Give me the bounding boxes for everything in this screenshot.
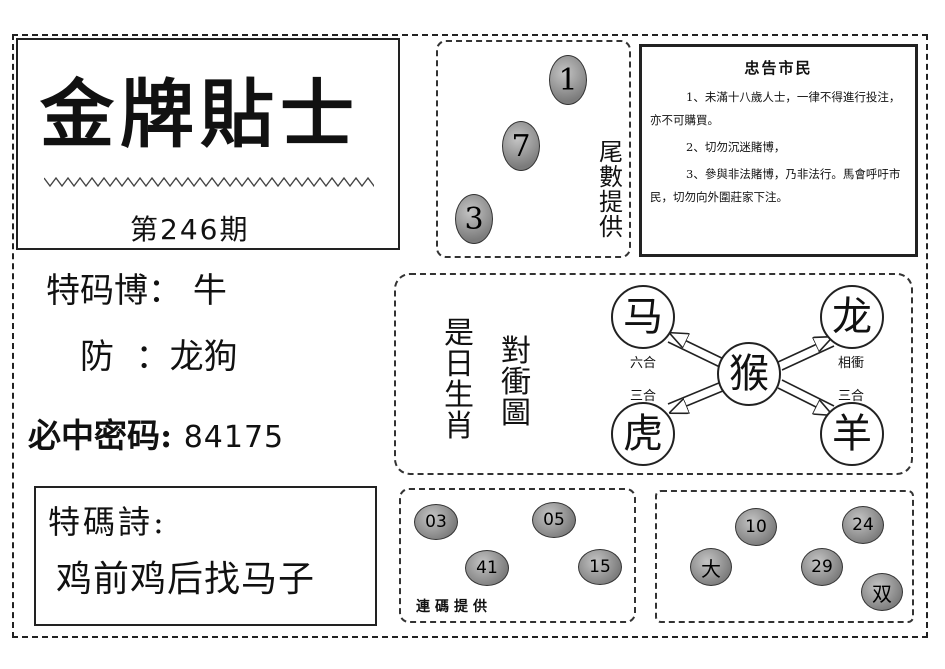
serial-ball: 41: [465, 550, 509, 586]
secret-code-line: 必中密码: 84175: [28, 419, 284, 453]
relation-label: 三合: [838, 389, 865, 404]
special-code-line: 特码博： 牛: [46, 274, 227, 308]
guard-value: 龙狗: [169, 337, 238, 377]
notice-item: 2、切勿沉迷賭博，: [686, 140, 786, 154]
zodiac-dragon: 龙: [820, 285, 884, 349]
tail-ball: 7: [502, 121, 540, 171]
tail-ball: 1: [549, 55, 587, 105]
notice-heading: 忠告市民: [744, 59, 813, 77]
zodiac-goat: 羊: [820, 402, 884, 466]
tail-label: 尾數提供: [599, 138, 623, 241]
zodiac-horse: 马: [611, 285, 675, 349]
notice-item: 1、未滿十八歲人士，一律不得進行投注，亦不可購買。: [650, 90, 901, 127]
zodiac-vertical-title: 是日生肖: [444, 316, 474, 444]
outer-frame: [12, 34, 928, 638]
guard-sep: ：: [135, 337, 170, 377]
serial-ball: 03: [414, 504, 458, 540]
poem-text: 鸡前鸡后找马子: [56, 559, 316, 600]
guard-line: 防 ：龙狗: [80, 340, 238, 374]
zodiac-tiger: 虎: [611, 402, 675, 466]
zodiac-connectors: [600, 280, 900, 470]
relation-label: 六合: [630, 356, 657, 371]
tail-number-panel: [436, 40, 631, 258]
page-title: 金牌貼士: [40, 72, 360, 158]
serial-ball: 05: [532, 502, 576, 538]
poem-label: 特碼詩:: [48, 503, 167, 541]
number-ball: 10: [735, 508, 777, 546]
guard-label: 防: [80, 337, 114, 377]
big-small-panel: [655, 490, 914, 623]
title-panel: [16, 38, 400, 250]
number-ball: 24: [842, 506, 884, 544]
issue-suffix: 期: [219, 213, 250, 246]
issue-value: 246: [160, 213, 220, 246]
serial-label: 連碼提供: [416, 599, 492, 615]
special-code-value: 牛: [192, 271, 227, 311]
relation-label: 三合: [630, 389, 657, 404]
zodiac-monkey: 猴: [717, 342, 781, 406]
secret-code-value: 84175: [183, 420, 285, 455]
poem-panel: [34, 486, 377, 626]
big-ball: 大: [690, 548, 732, 586]
notice-item: 3、參與非法賭博，乃非法行。馬會呼吁市民，切勿向外圍莊家下注。: [650, 167, 901, 204]
even-ball: 双: [861, 573, 903, 611]
serial-number-panel: [399, 488, 636, 623]
special-code-label: 特码博：: [46, 271, 182, 311]
tail-ball: 3: [455, 194, 493, 244]
zodiac-vertical-subtitle: 對衝圖: [501, 334, 531, 431]
number-ball: 29: [801, 548, 843, 586]
zodiac-panel: [394, 273, 913, 475]
relation-label: 相衝: [838, 356, 865, 371]
issue-prefix: 第: [130, 213, 161, 246]
title-underline-pattern: [44, 176, 374, 188]
serial-ball: 15: [578, 549, 622, 585]
secret-code-label: 必中密码:: [28, 416, 173, 455]
notice-panel: 忠告市民 1、未滿十八歲人士，一律不得進行投注，亦不可購買。 2、切勿沉迷賭博，…: [639, 44, 918, 257]
issue-number: 第246期: [130, 208, 249, 248]
